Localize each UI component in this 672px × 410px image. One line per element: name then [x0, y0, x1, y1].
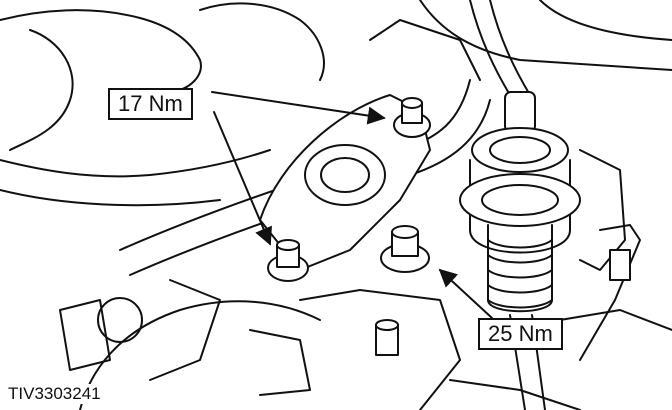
upper-bolt [393, 97, 431, 138]
bracket-right [579, 149, 626, 271]
boot-rib-4 [487, 284, 553, 294]
figure-reference-code: TIV3303241 [6, 384, 103, 404]
mount-boss [304, 144, 386, 206]
lower-bolt [267, 239, 309, 282]
cable-end-fitting [504, 91, 536, 133]
lower-housing-hole [97, 297, 143, 343]
housing-curve [0, 149, 271, 178]
boot-rib-2 [487, 254, 553, 264]
lower-housing-detail-2 [449, 379, 581, 410]
cable-housing-cap [459, 173, 581, 227]
housing-lobe [9, 29, 74, 151]
shift-cable-edge [489, 0, 531, 96]
mount-boss-inner [320, 157, 370, 193]
lower-housing-2 [149, 279, 221, 381]
casing-edge [369, 19, 481, 81]
lower-stud [375, 319, 399, 356]
casing-top-right-2 [539, 0, 672, 41]
leader-arrow-lower-bolt [213, 111, 272, 246]
housing-curve-lower [0, 189, 221, 207]
torque-callout-lower: 25 Nm [478, 318, 563, 350]
lower-housing [79, 300, 321, 410]
leader-arrow-upper-bolt [211, 91, 386, 125]
leader-arrow-nut [438, 268, 493, 319]
lower-housing-rect [59, 299, 111, 371]
bracket-lower [559, 309, 672, 331]
bracket-right-arm [579, 224, 641, 361]
housing-lobe-2 [199, 2, 325, 81]
boot-rib-3 [487, 269, 553, 279]
boot-rib-5 [487, 299, 553, 309]
lower-housing-detail [249, 329, 311, 396]
cable-housing-cap-inner [481, 184, 559, 216]
cable-end-ring-inner [489, 136, 551, 164]
boot-rib-1 [487, 239, 553, 249]
housing-outline-top-left [0, 9, 202, 97]
casing-top-right [419, 0, 672, 71]
cable-boot [487, 224, 553, 313]
cable-housing [469, 159, 571, 254]
shift-cable [469, 0, 511, 96]
cable-end-ring [471, 127, 569, 173]
torque-callout-upper: 17 Nm [108, 88, 193, 120]
bracket-bolt [609, 249, 631, 281]
lower-housing-right [299, 289, 461, 410]
torque-nut-25 [380, 225, 430, 273]
